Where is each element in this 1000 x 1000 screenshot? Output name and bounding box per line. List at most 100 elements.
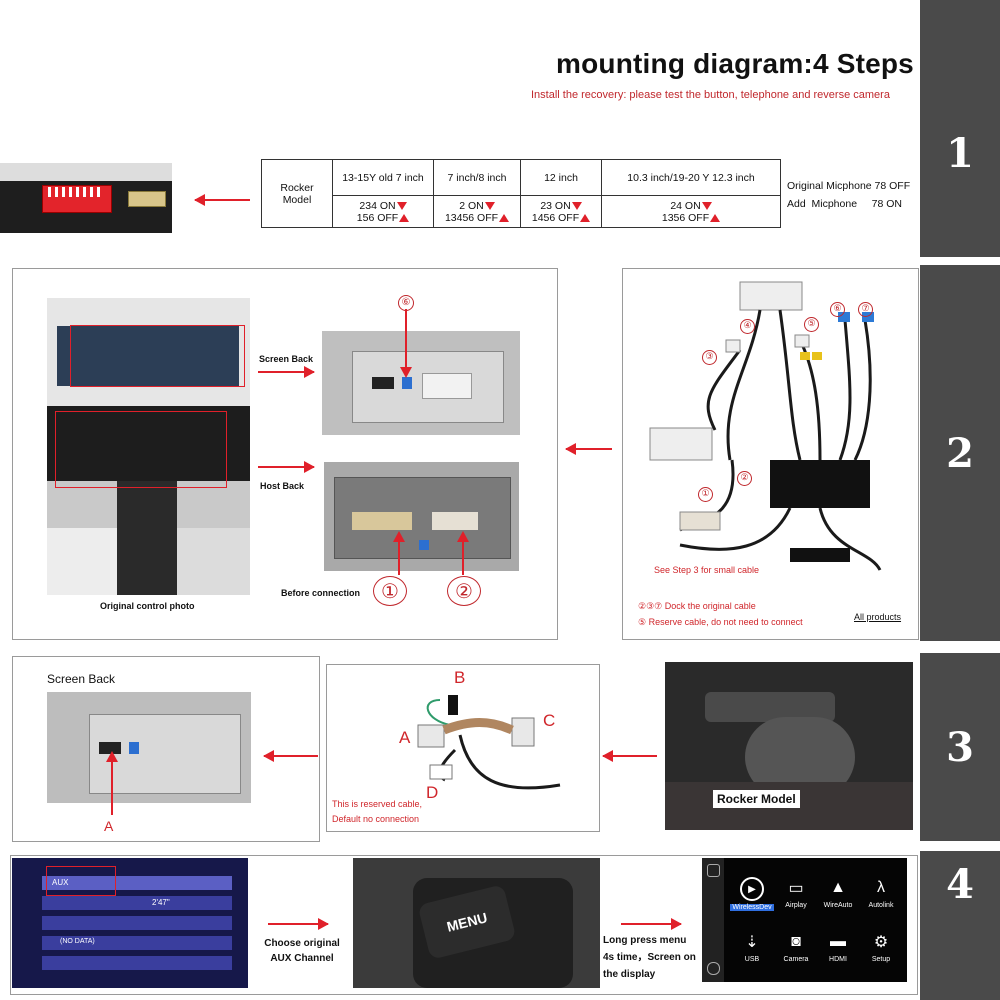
app-label: Autolink [868,902,894,909]
on-value: 2 ON [459,200,495,212]
rocker-model-label: Rocker Model [261,159,333,228]
long-line-3: the display [603,969,656,980]
model-cell: 7 inch/8 inch [433,159,521,196]
step4-arrow-1 [268,918,329,930]
step-number-1: 1 [946,130,974,177]
app-usb[interactable]: ⇣ USB [727,931,777,963]
harness-num-4: ④ [740,315,755,334]
step-bar-2: 2 [920,265,1000,641]
arrow-up-2 [457,531,469,575]
off-value: 156 OFF [357,212,409,224]
host-back-label: Host Back [260,481,305,491]
harness-num: ⑥ [830,301,845,317]
model-cell: 12 inch [520,159,602,196]
step3-screen-back-label: Screen Back [47,672,116,686]
aux-tab: AUX [52,878,69,887]
harness-num: ② [737,470,752,486]
arrow-host-back [258,461,315,473]
off-value: 13456 OFF [445,212,509,224]
gear-icon: ⚙ [873,934,889,951]
step4-arrow-2 [621,918,682,930]
reserved-line2: Default no connection [332,814,420,824]
step-number-2: 2 [946,429,974,477]
hdmi-icon: ▬ [830,933,846,950]
page-title: mounting diagram:4 Steps [556,48,914,79]
step3-arrow-left-1 [263,750,318,762]
arrow-down-6 [400,309,412,378]
harness-num-3: ③ [702,346,717,365]
model-cell: 13-15Y old 7 inch [332,159,434,196]
mic-add: Add Micphone 78 ON [787,198,902,210]
app-airplay[interactable]: ▭Airplay [771,877,821,909]
circle-2: ② [447,576,481,606]
harness-num: ① [698,486,713,502]
step3-screen-back-photo [47,692,251,803]
step-bar-3: 3 [920,653,1000,841]
circle-2-label: ② [447,576,481,606]
harness-diagram [649,281,882,571]
app-setup[interactable]: ⚙Setup [856,931,906,963]
cable-label-d: D [426,783,439,802]
usb-icon: ⇣ [745,934,759,951]
on-value: 24 ON [670,200,711,212]
harness-num-5: ⑤ [804,313,819,332]
on-value: 23 ON [540,200,581,212]
harness-num: ⑤ [804,316,819,332]
step-bar-1: 1 [920,0,1000,257]
arrow-to-left-panel [565,443,612,455]
app-wireauto[interactable]: ▲ WireAuto [813,877,863,909]
circle-1-label: ① [373,576,407,606]
host-back-photo [324,462,519,571]
dip-switch-table: Rocker Model 13-15Y old 7 inch 7 inch/8 … [261,159,781,228]
aux-time: 2'47" [152,898,170,907]
off-value: 1356 OFF [662,212,720,224]
step-bar-4: 4 [920,851,1000,1000]
harness-num-1: ① [698,483,713,502]
choose-line-2: AUX Channel [270,953,334,964]
step-number-3: 3 [946,723,974,771]
app-label: USB [744,956,760,963]
home-icon[interactable] [707,864,720,877]
long-line-1: Long press menu [603,935,687,946]
choose-aux-label: Choose original AUX Channel [261,938,343,964]
app-label: WireAuto [823,902,853,909]
cable-label-a: A [399,728,411,747]
dock-note: ②③⑦ Dock the original cable [638,601,756,611]
mic-original: Original Micphone 78 OFF [787,180,911,192]
autolink-icon: λ [877,879,885,896]
circle-6-label: ⑥ [398,292,414,311]
screen-back-photo [322,331,520,435]
app-hdmi[interactable]: ▬HDMI [813,931,863,963]
step3-arrow-left-2 [602,750,657,762]
wireauto-icon: ▲ [830,879,846,896]
arrow-to-dip [194,194,250,206]
harness-num-2: ② [737,467,752,486]
arrow-screen-back [258,366,315,378]
harness-num-6: ⑥ [830,298,845,317]
before-connection-label: Before connection [281,588,361,598]
harness-num-7: ⑦ [858,298,873,317]
long-press-label: Long press menu 4s time，Screen on the di… [603,932,696,983]
menu-button-photo: MENU [353,858,600,988]
cable-label-c: C [543,711,556,730]
app-wirelessdev[interactable]: ▶WirelessDev [727,877,777,911]
reserved-line1: This is reserved cable, [332,799,423,809]
all-products-label: All products [854,612,902,622]
arrow-up-1 [393,531,405,575]
app-label: Camera [783,956,809,963]
dashboard-photo [47,298,250,595]
harness-num: ④ [740,318,755,334]
airplay-icon: ▭ [788,880,804,897]
back-icon[interactable] [707,962,720,975]
see-step3-note: See Step 3 for small cable [654,565,760,575]
model-cell: 10.3 inch/19-20 Y 12.3 inch [601,159,781,196]
reserve-note: ⑤ Reserve cable, do not need to connect [638,617,803,627]
camera-icon: ◙ [791,933,801,950]
app-camera[interactable]: ◙ Camera [771,931,821,963]
small-cable-diagram [417,695,561,790]
